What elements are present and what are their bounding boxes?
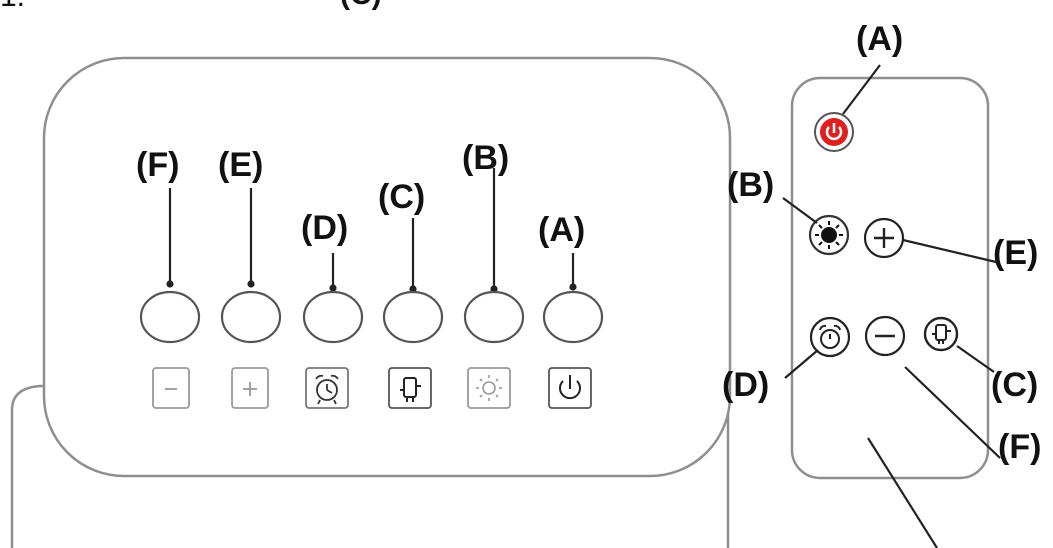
remote-plus-button — [863, 217, 905, 259]
figure-number: 1. — [0, 0, 25, 14]
remote-label-d: (D) — [722, 366, 770, 404]
panel-button-d — [302, 290, 364, 344]
oscillation-icon — [400, 377, 421, 402]
panel-buttons — [139, 290, 604, 344]
panel-label-b: (B) — [462, 139, 510, 177]
remote-power-button — [814, 112, 854, 152]
remote-label-e: (E) — [993, 234, 1039, 272]
panel-label-a: (A) — [538, 211, 586, 249]
panel-label-c: (C) — [378, 178, 426, 216]
panel-label-f: (F) — [136, 146, 180, 184]
sun-brightness-icon — [476, 375, 502, 401]
remote-label-f: (F) — [998, 428, 1042, 466]
panel-label-d: (D) — [301, 209, 349, 247]
remote-label-a: (A) — [856, 20, 904, 58]
remote-leader-lines — [782, 64, 1001, 548]
remote-minus-button — [864, 315, 906, 357]
remote-label-b: (B) — [727, 166, 775, 204]
panel-button-e — [220, 290, 282, 344]
plus-icon — [243, 382, 257, 396]
panel-label-e: (E) — [218, 146, 264, 184]
remote-label-c: (C) — [991, 366, 1039, 404]
alarm-clock-icon — [315, 374, 339, 405]
remote-oscillation-button — [923, 316, 959, 352]
panel-button-a — [542, 290, 604, 344]
clipped-top-label: (C) — [340, 0, 382, 12]
panel-button-b — [463, 290, 525, 344]
panel-button-f — [139, 290, 201, 344]
panel-button-c — [382, 290, 444, 344]
control-panel — [42, 56, 732, 478]
remote-control — [790, 76, 990, 480]
remote-timer-button — [809, 316, 851, 358]
remote-brightness-button — [808, 214, 850, 256]
power-icon — [559, 375, 581, 400]
